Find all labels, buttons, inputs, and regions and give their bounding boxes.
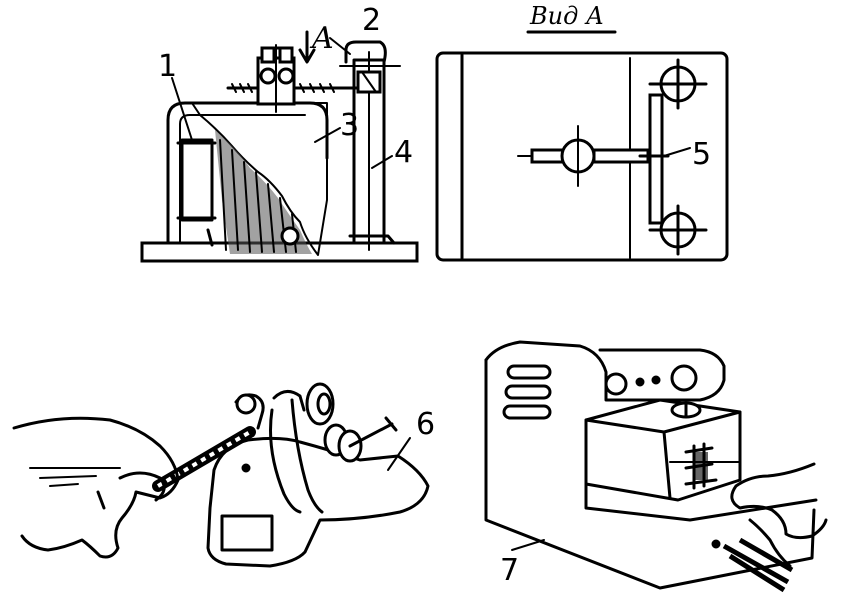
callout-4: 4: [394, 135, 413, 170]
leader-2: [329, 37, 351, 55]
view-a-title: Вид А: [529, 2, 604, 30]
device-6-scene: 6: [12, 382, 435, 568]
callout-6: 6: [416, 407, 435, 442]
leader-7: [511, 539, 545, 551]
leader-3: [314, 127, 341, 143]
leader-1: [171, 77, 193, 141]
bracket-5: [648, 93, 664, 225]
workpiece-3: [191, 102, 328, 256]
device-6-body: [206, 436, 430, 568]
view-a: Вид А 5: [435, 2, 729, 262]
leader-5: [663, 147, 691, 157]
callout-5: 5: [692, 137, 711, 172]
fixture-front-view: 1 A 2 3 4: [140, 3, 419, 263]
hand-right: [730, 462, 828, 540]
callout-1: 1: [158, 49, 177, 84]
vent-3: [502, 404, 552, 420]
knob-right: [670, 364, 698, 392]
hand-left: [12, 416, 180, 559]
workpiece-hatching: [215, 130, 312, 254]
vent-1: [506, 364, 552, 380]
leader-6: [387, 437, 411, 471]
leader-4: [371, 155, 393, 169]
callout-3: 3: [340, 108, 359, 143]
device-nameplate: [220, 514, 274, 552]
upper-block: [584, 398, 742, 502]
callout-7: 7: [500, 553, 519, 588]
tool-handle: [722, 537, 794, 593]
knob-left: [604, 372, 628, 396]
machine-7-scene: 7: [484, 340, 828, 593]
vent-2: [504, 384, 552, 400]
part-1-clamp: [180, 138, 214, 222]
view-a-plate: [435, 51, 729, 262]
callout-2: 2: [362, 3, 381, 38]
callout-arrow-a: A: [309, 21, 334, 56]
machine-7-housing: [484, 358, 816, 590]
part-2-holder: [344, 40, 387, 64]
